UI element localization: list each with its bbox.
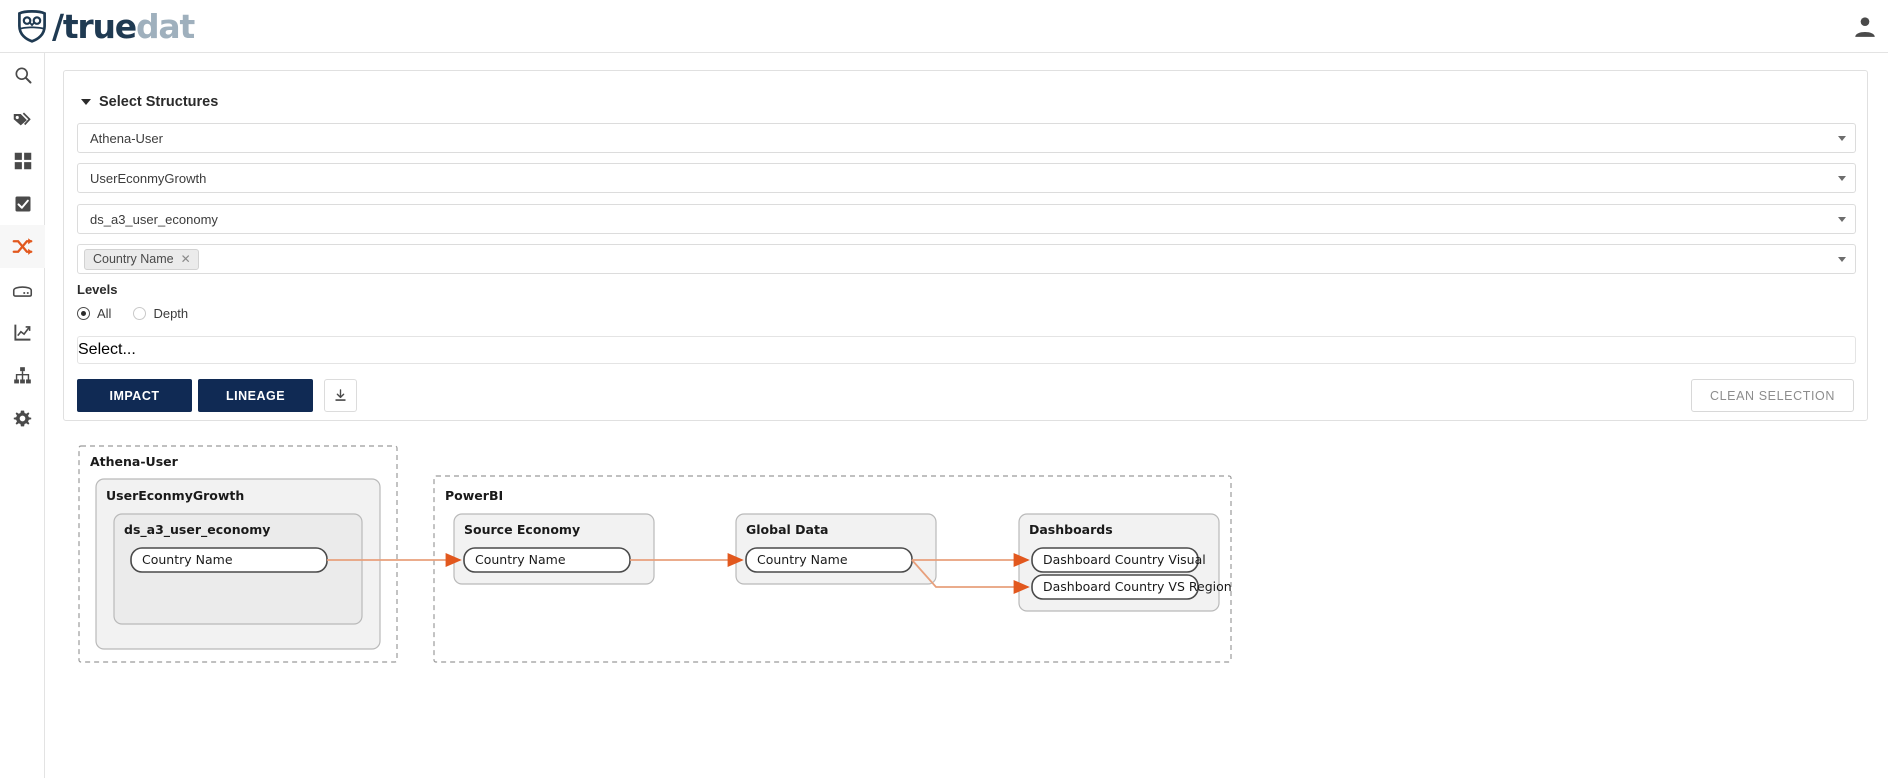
- action-buttons: IMPACT LINEAGE: [77, 379, 357, 412]
- download-button[interactable]: [324, 379, 357, 412]
- lineage-graph: Athena-User UserEconmyGrowth ds_a3_user_…: [46, 438, 1888, 778]
- sidebar-item-lineage[interactable]: [0, 225, 45, 268]
- top-bar: /truedat: [0, 0, 1888, 53]
- system-container-athena-user[interactable]: [78, 445, 398, 663]
- field-node-dashboard-country-visual[interactable]: [1031, 547, 1199, 573]
- logo-text-secondary: dat: [135, 6, 195, 46]
- system-label-athena-user: Athena-User: [90, 454, 179, 469]
- field-node-label-athena-country-name: Country Name: [142, 552, 233, 567]
- gear-icon: [13, 410, 32, 427]
- group-label-source-economy: Source Economy: [464, 522, 580, 537]
- radio-depth-label: Depth: [153, 306, 189, 321]
- structure-select-value: ds_a3_user_economy: [90, 211, 218, 227]
- group-select-value: UserEconmyGrowth: [90, 170, 207, 186]
- selected-field-chip[interactable]: Country Name ✕: [84, 248, 199, 270]
- chart-icon: [14, 324, 31, 341]
- panel-title-text: Select Structures: [99, 94, 219, 110]
- sidebar-item-grid[interactable]: [0, 139, 45, 182]
- sidebar: [0, 53, 45, 778]
- depth-select[interactable]: Select...: [77, 336, 1856, 364]
- chevron-down-icon: [1838, 217, 1846, 222]
- edge-global-data-to-dashboard-vs-region: [911, 559, 1030, 595]
- owl-shield-icon: [18, 10, 46, 43]
- depth-select-placeholder: Select...: [78, 341, 136, 358]
- search-icon: [15, 67, 31, 83]
- checkbox-icon: [15, 196, 30, 211]
- system-select-value: Athena-User: [90, 130, 163, 146]
- download-icon: [335, 389, 346, 401]
- chevron-down-icon: [1838, 257, 1846, 262]
- chevron-down-icon: [1838, 176, 1846, 181]
- impact-button[interactable]: IMPACT: [77, 379, 192, 412]
- logo-text-primary: /true: [52, 6, 137, 46]
- sitemap-icon: [14, 367, 31, 384]
- field-node-dashboard-country-vs-region[interactable]: [1031, 574, 1199, 600]
- lineage-graph-svg: Athena-User UserEconmyGrowth ds_a3_user_…: [78, 445, 1232, 663]
- levels-label: Levels: [77, 282, 118, 297]
- chip-label: Country Name: [93, 252, 174, 266]
- structure-label-ds-a3-user-economy: ds_a3_user_economy: [124, 522, 270, 538]
- user-account-icon[interactable]: [1852, 12, 1878, 40]
- sidebar-item-settings[interactable]: [0, 397, 45, 440]
- grid-icon: [14, 152, 31, 169]
- group-select[interactable]: UserEconmyGrowth: [77, 163, 1856, 193]
- panel-header[interactable]: Select Structures: [81, 94, 218, 110]
- levels-radio-group: All Depth: [77, 306, 210, 321]
- radio-all-label: All: [97, 306, 112, 321]
- system-container-powerbi[interactable]: [433, 475, 1232, 663]
- chevron-down-icon: [1838, 136, 1846, 141]
- field-node-label-global-data-country-name: Country Name: [757, 552, 848, 567]
- radio-depth-indicator[interactable]: [133, 307, 147, 320]
- main-content: Select Structures Athena-User UserEconmy…: [46, 53, 1888, 778]
- group-label-usereconmygrowth: UserEconmyGrowth: [106, 488, 244, 503]
- group-label-global-data: Global Data: [746, 522, 828, 537]
- app-logo[interactable]: /truedat: [14, 3, 195, 49]
- select-structures-panel: Select Structures Athena-User UserEconmy…: [63, 70, 1868, 421]
- close-icon[interactable]: ✕: [180, 252, 191, 266]
- tags-icon: [13, 112, 31, 126]
- sidebar-item-database[interactable]: [0, 268, 45, 311]
- field-node-label-dashboard-country-vs-region: Dashboard Country VS Region: [1043, 579, 1232, 594]
- logo-wordmark: /truedat: [52, 6, 195, 46]
- structure-select[interactable]: ds_a3_user_economy: [77, 204, 1856, 234]
- system-label-powerbi: PowerBI: [445, 488, 503, 503]
- database-icon: [12, 286, 33, 297]
- group-label-dashboards: Dashboards: [1029, 522, 1113, 537]
- clean-selection-button[interactable]: CLEAN SELECTION: [1690, 379, 1854, 412]
- system-select[interactable]: Athena-User: [77, 123, 1856, 153]
- field-select[interactable]: Country Name ✕: [77, 244, 1856, 274]
- field-node-label-dashboard-country-visual: Dashboard Country Visual: [1043, 552, 1206, 567]
- field-node-label-source-economy-country-name: Country Name: [475, 552, 566, 567]
- sidebar-item-search[interactable]: [0, 53, 45, 96]
- sidebar-item-tags[interactable]: [0, 96, 45, 139]
- sidebar-item-quality[interactable]: [0, 182, 45, 225]
- radio-option-depth[interactable]: Depth: [133, 306, 188, 321]
- shuffle-icon: [12, 238, 33, 255]
- sidebar-item-hierarchy[interactable]: [0, 354, 45, 397]
- sidebar-item-metrics[interactable]: [0, 311, 45, 354]
- lineage-button[interactable]: LINEAGE: [198, 379, 313, 412]
- caret-down-icon: [81, 99, 91, 105]
- radio-all-indicator[interactable]: [77, 307, 90, 320]
- radio-option-all[interactable]: All: [77, 306, 111, 321]
